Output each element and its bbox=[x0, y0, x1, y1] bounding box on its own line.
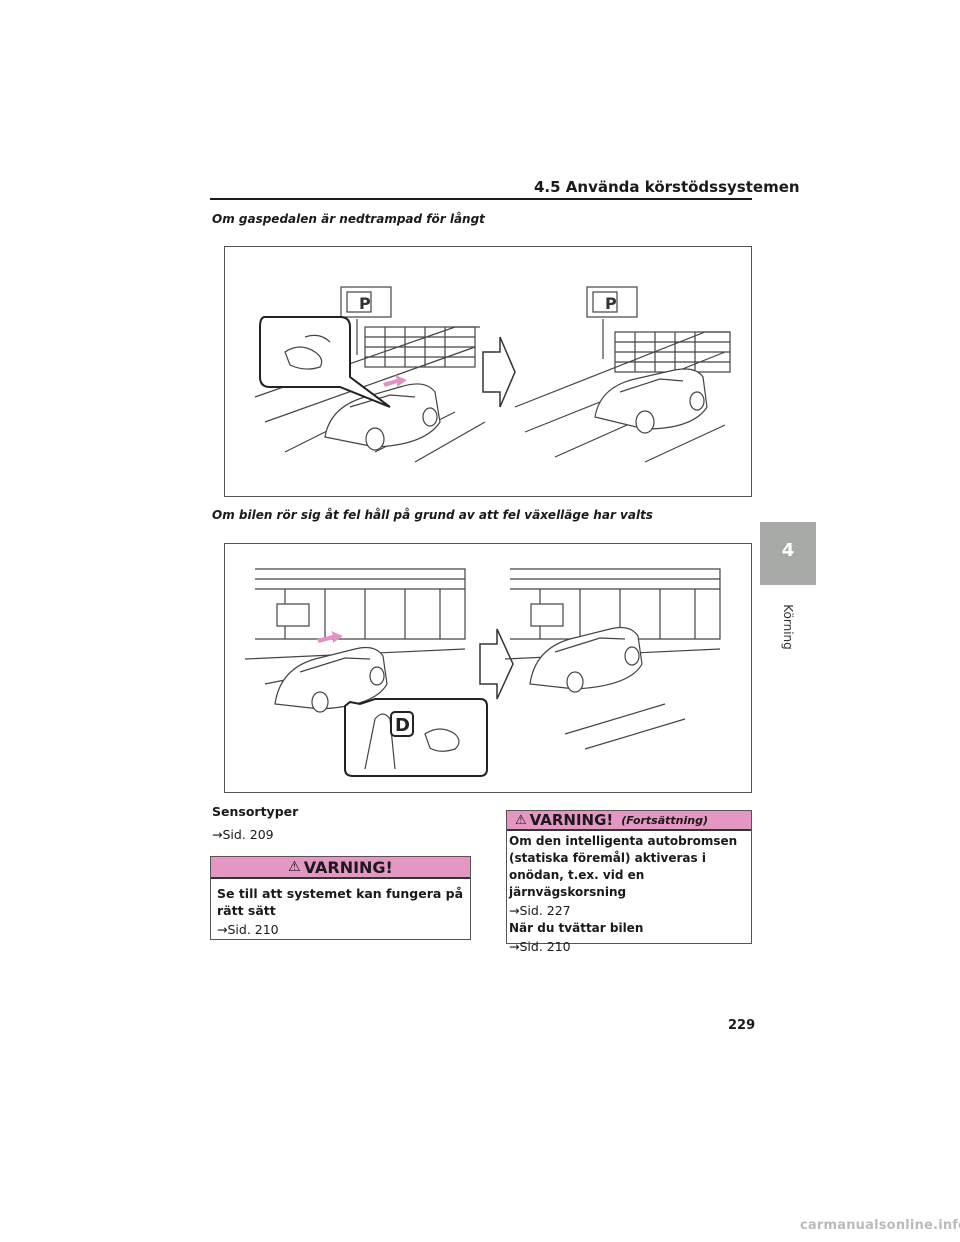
chapter-number: 4 bbox=[781, 540, 795, 561]
header-rule bbox=[210, 198, 752, 200]
motion-arrow-icon bbox=[383, 375, 407, 387]
figure2-illustration: D bbox=[244, 568, 721, 777]
motion-arrow-icon bbox=[317, 631, 343, 643]
warning-bar-right: ⚠ VARNING! (Fortsättning) bbox=[507, 811, 751, 831]
figure1-heading: Om gaspedalen är nedtrampad för långt bbox=[212, 212, 485, 226]
parking-sign-right: P bbox=[605, 294, 617, 313]
chapter-label-wrap: Körning bbox=[760, 592, 816, 662]
warning-triangle-icon: ⚠ bbox=[288, 859, 301, 875]
figure1-illustration: P P bbox=[254, 286, 731, 463]
warning-left-ref: →Sid. 210 bbox=[217, 922, 279, 937]
chapter-label: Körning bbox=[781, 604, 795, 650]
warning-triangle-icon: ⚠ bbox=[515, 812, 527, 828]
figure2-heading: Om bilen rör sig åt fel håll på grund av… bbox=[212, 508, 653, 522]
sensor-types-heading: Sensortyper bbox=[212, 804, 299, 819]
warning-right-item2-heading: När du tvättar bilen bbox=[509, 921, 644, 935]
warning-left-heading: Se till att systemet kan fungera på rätt… bbox=[217, 886, 464, 918]
warning-right-item2-ref: →Sid. 210 bbox=[509, 939, 571, 954]
page-number: 229 bbox=[728, 1018, 756, 1033]
footer-watermark[interactable]: carmanualsonline.info bbox=[800, 1218, 960, 1233]
parking-sign-left: P bbox=[359, 294, 371, 313]
warning-right-item1-ref: →Sid. 227 bbox=[509, 903, 571, 918]
section-title: 4.5 Använda körstödssystemen bbox=[534, 178, 800, 196]
warning-box-left: ⚠ VARNING! Se till att systemet kan fung… bbox=[210, 856, 471, 940]
warning-subtitle-right: (Fortsättning) bbox=[621, 813, 708, 827]
warning-box-right: ⚠ VARNING! (Fortsättning) Om den intelli… bbox=[506, 810, 752, 954]
sensor-types-ref: →Sid. 209 bbox=[212, 827, 274, 842]
figure-accelerator-pressed: P P bbox=[224, 246, 752, 497]
gear-indicator-box bbox=[390, 711, 414, 737]
chapter-tab bbox=[760, 522, 816, 585]
gear-letter: D bbox=[395, 715, 410, 736]
warning-right-item1-heading: Om den intelligenta autobromsen (statisk… bbox=[509, 834, 738, 899]
warning-title-right: VARNING! bbox=[529, 811, 614, 829]
warning-title-left: VARNING! bbox=[303, 857, 393, 877]
warning-bar-left: ⚠ VARNING! bbox=[211, 857, 470, 879]
figure-wrong-gear: D bbox=[224, 543, 752, 793]
